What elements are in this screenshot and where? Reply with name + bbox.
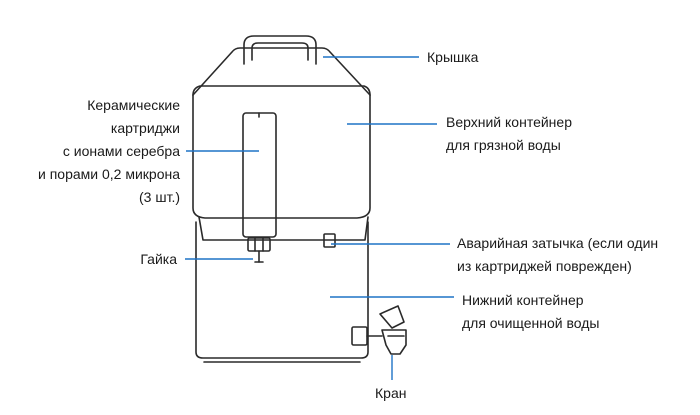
label-cartridges-line-1: Керамические — [87, 97, 180, 113]
label-lower-container-line-1: Нижний контейнер — [462, 292, 584, 308]
label-upper-container-line-1: Верхний контейнер — [446, 114, 572, 130]
label-cartridges-line-3: с ионами серебра — [62, 143, 180, 159]
label-tap: Кран — [375, 385, 407, 401]
label-cartridges: Керамические картриджи с ионами серебра … — [38, 94, 180, 209]
lid-skirt — [192, 85, 371, 96]
label-upper-container: Верхний контейнер для грязной воды — [446, 111, 572, 157]
upper-container-rim — [198, 216, 369, 241]
label-cartridges-line-5: (3 шт.) — [139, 189, 180, 205]
label-cartridges-line-4: и порами 0,2 микрона — [38, 166, 180, 182]
label-lid: Крышка — [427, 49, 479, 65]
tap-spout — [381, 329, 407, 355]
label-cartridges-line-2: картриджи — [110, 120, 180, 136]
lid-handle — [243, 35, 317, 65]
tap-nut — [351, 326, 368, 346]
label-upper-container-line-2: для грязной воды — [446, 137, 561, 153]
lid-body — [192, 47, 371, 96]
lower-container-body — [195, 221, 369, 359]
lid-handle-inner — [251, 42, 309, 61]
label-nut: Гайка — [140, 251, 177, 267]
tap-lever — [379, 305, 405, 329]
emergency-plug — [323, 233, 336, 248]
upper-container-body — [192, 94, 371, 219]
label-plug-line-2: из картриджей поврежден) — [457, 258, 632, 274]
label-lower-container: Нижний контейнер для очищенной воды — [462, 289, 600, 335]
label-plug: Аварийная затычка (если один из картридж… — [457, 232, 658, 278]
label-lower-container-line-2: для очищенной воды — [462, 315, 600, 331]
label-plug-line-1: Аварийная затычка (если один — [457, 235, 659, 251]
